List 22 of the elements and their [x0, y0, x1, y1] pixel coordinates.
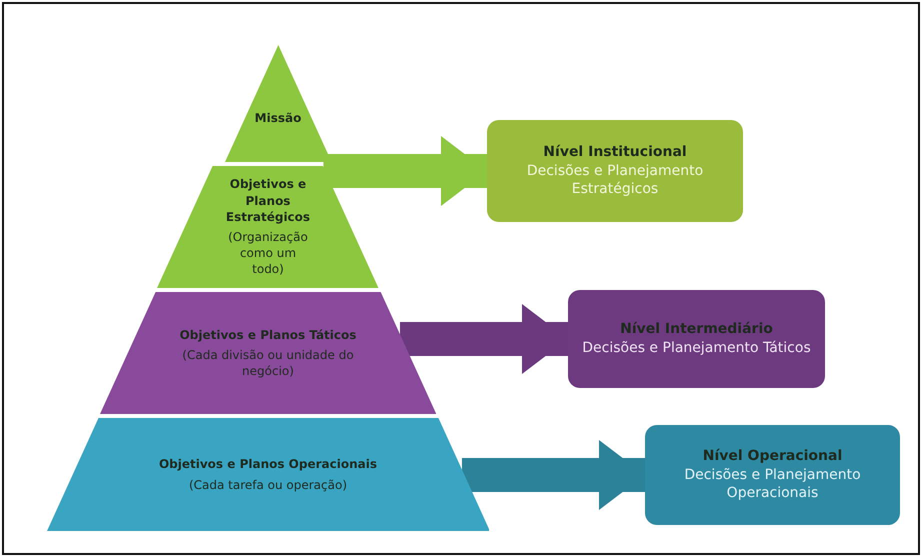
level-box: [645, 425, 900, 525]
level-description: (Organização como um todo): [227, 229, 309, 278]
pyramid-band: [46, 418, 490, 531]
level-description: Decisões e Planejamento Estratégicos: [526, 162, 704, 200]
level-title: Nível Intermediário: [620, 320, 773, 339]
level-title: Missão: [254, 110, 302, 127]
level-title: Objetivos e Planos Estratégicos: [224, 176, 312, 225]
level-description: Decisões e Planejamento Operacionais: [683, 466, 862, 504]
level-title: Nível Institucional: [543, 142, 687, 162]
level-title: Nível Operacional: [702, 446, 842, 466]
level-box: [568, 290, 825, 388]
level-description: Decisões e Planejamento Táticos: [582, 339, 811, 358]
level-description: (Cada tarefa ou operação): [188, 476, 348, 493]
pyramid-band: [157, 166, 379, 288]
block-arrow: [400, 304, 568, 374]
pyramid-band: [100, 292, 436, 414]
level-description: (Cada divisão ou unidade do negócio): [181, 346, 355, 380]
level-title: Objetivos e Planos Operacionais: [158, 456, 377, 472]
level-title: Objetivos e Planos Táticos: [180, 326, 356, 343]
level-box: [487, 120, 743, 222]
block-arrow: [323, 136, 487, 206]
block-arrow: [462, 440, 645, 510]
